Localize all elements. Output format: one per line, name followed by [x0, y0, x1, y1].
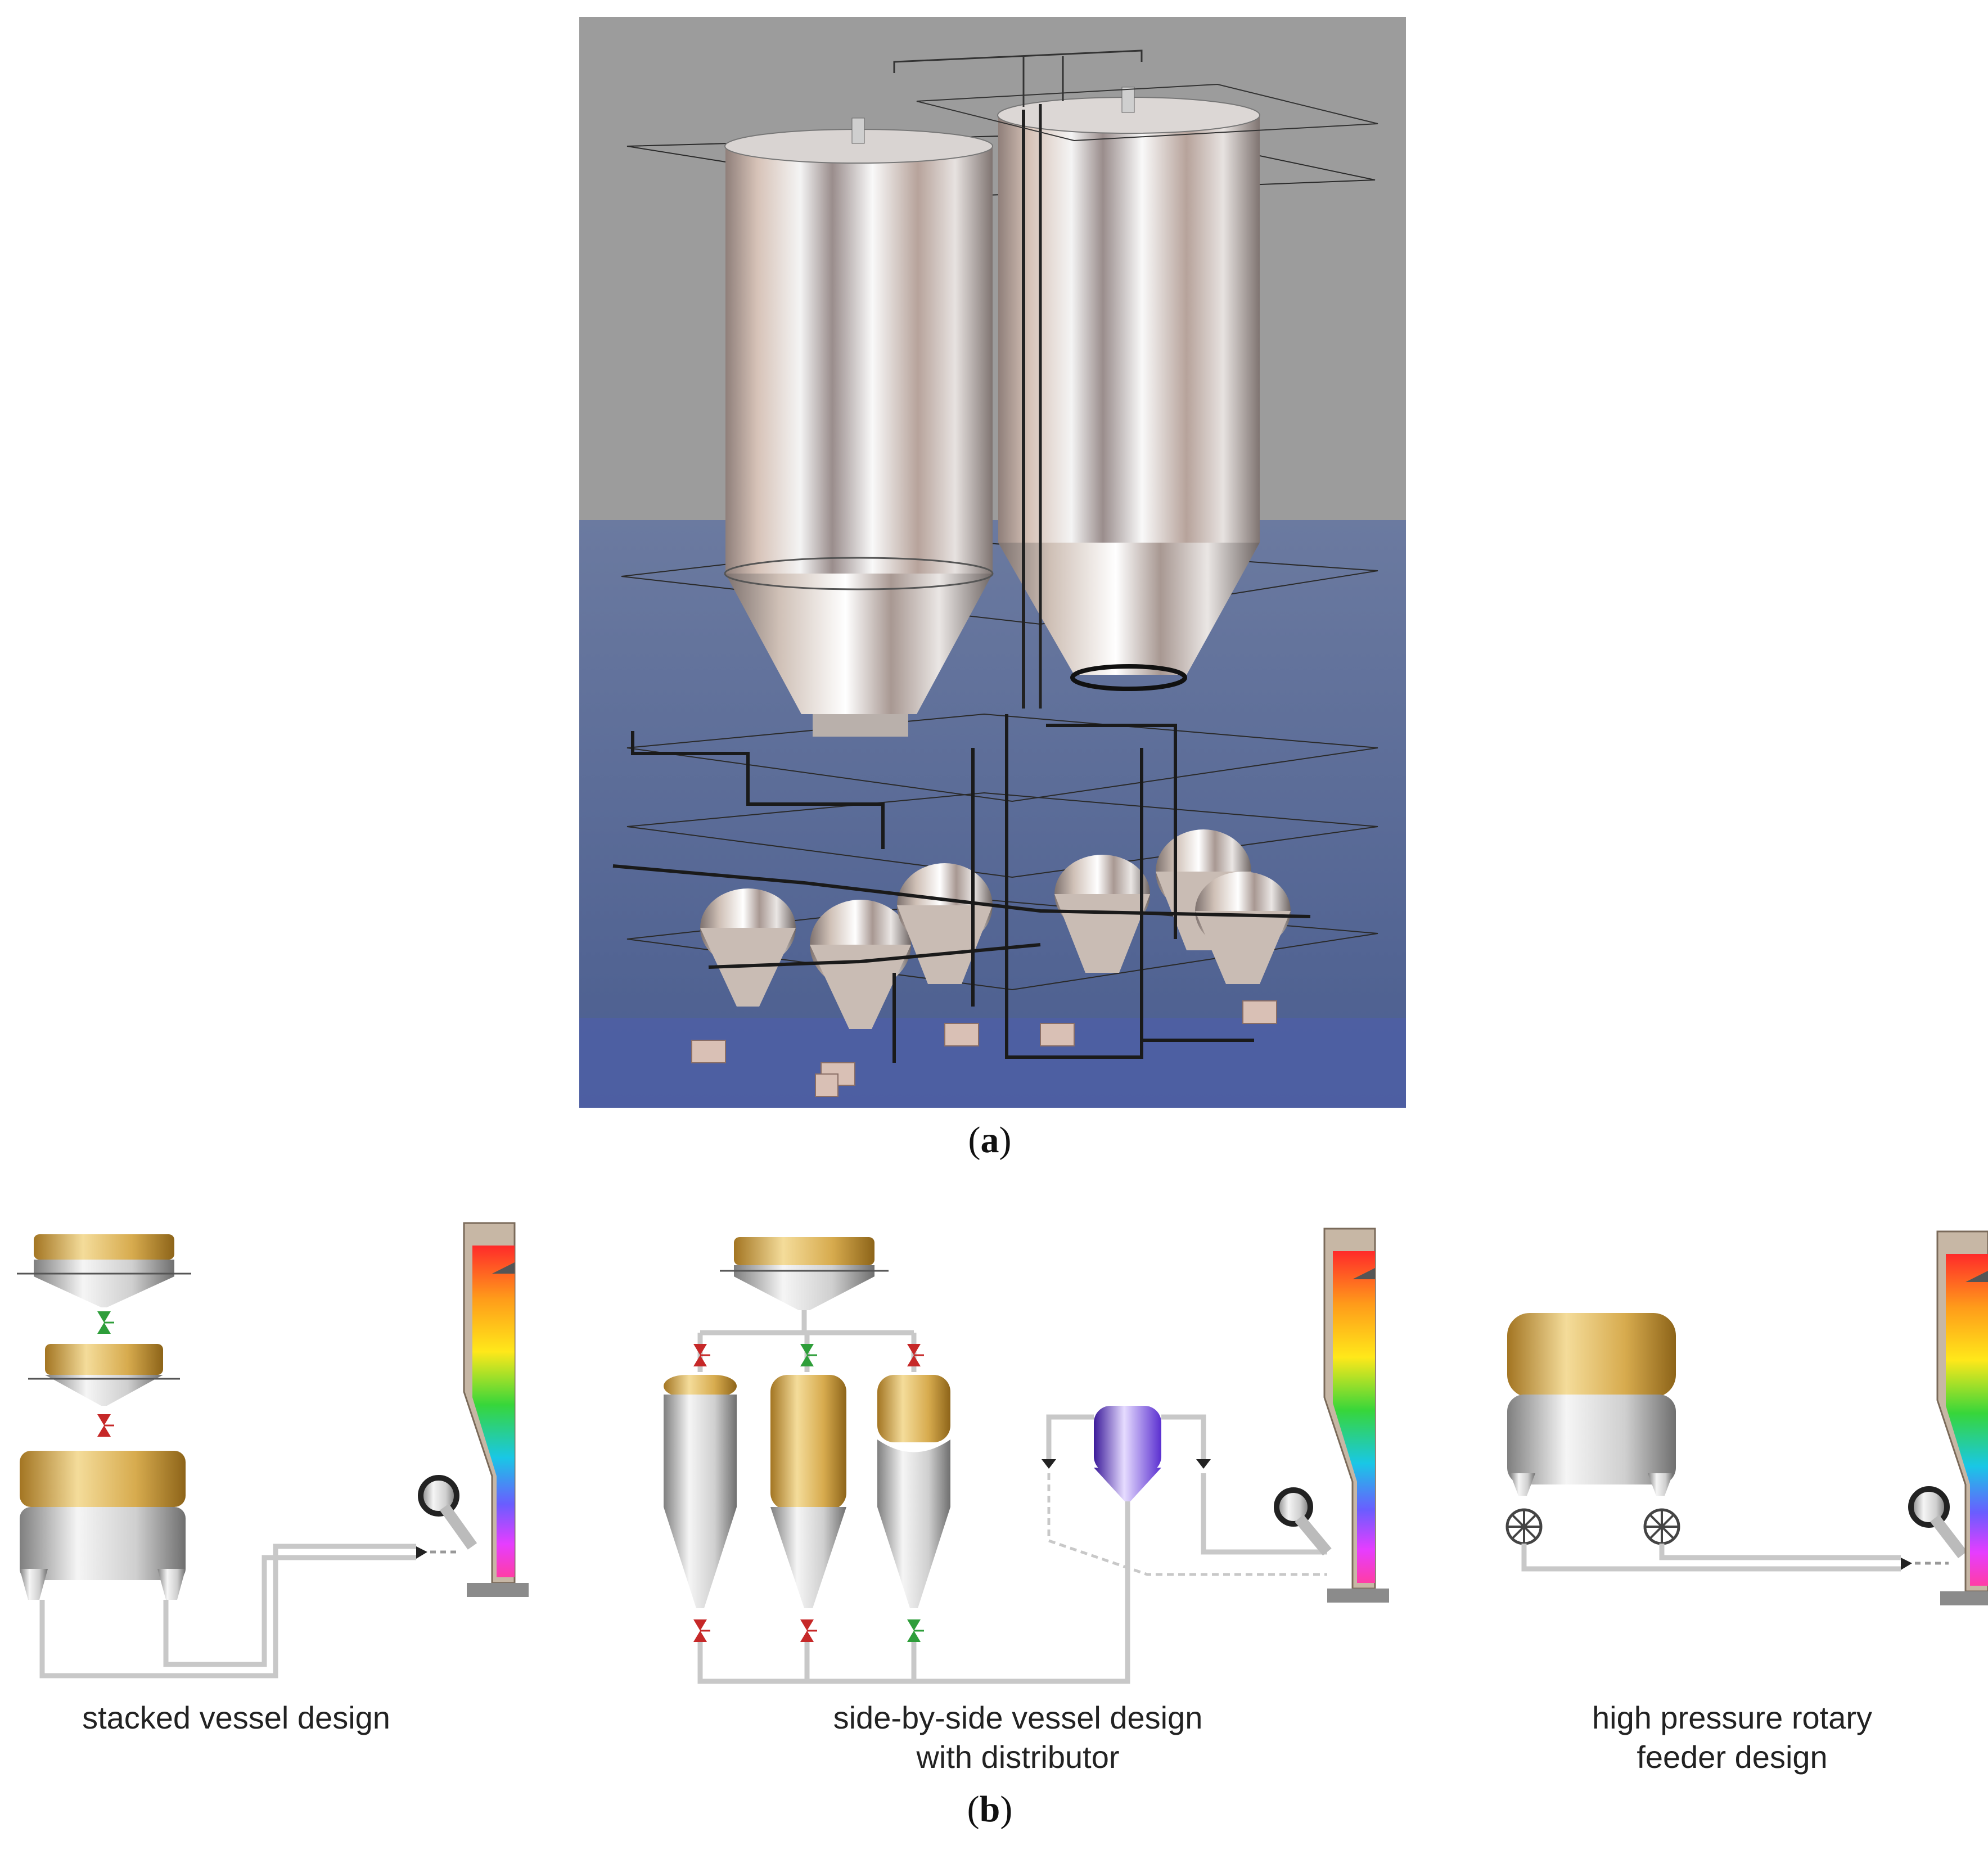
label-line: side-by-side vessel design	[833, 1700, 1203, 1735]
caption-b-letter: b	[979, 1789, 1000, 1830]
caption-b-close: )	[1000, 1789, 1013, 1830]
rotary-feeder-design	[1505, 1230, 1988, 1607]
distributor-vessel	[1094, 1406, 1161, 1473]
silo-left	[724, 118, 994, 737]
label-line: feeder design	[1637, 1739, 1828, 1775]
label-line: stacked vessel design	[82, 1700, 390, 1735]
caption-a-open: (	[968, 1120, 981, 1161]
top-piping	[893, 49, 1378, 142]
label-side-by-side-design: side-by-side vessel design with distribu…	[748, 1698, 1288, 1777]
valve-closed-icon	[96, 1413, 115, 1438]
distribution-piping	[612, 714, 1311, 1063]
panel-a-caption: (a)	[877, 1119, 1102, 1162]
stacked-vessel-design	[17, 1222, 530, 1678]
panel-b-caption: (b)	[877, 1788, 1102, 1831]
caption-a-letter: a	[980, 1120, 999, 1161]
label-stacked-design: stacked vessel design	[34, 1698, 439, 1738]
caption-a-close: )	[999, 1120, 1012, 1161]
lower-vessels	[700, 829, 1291, 1029]
side-by-side-vessel-design	[664, 1228, 1390, 1684]
pedestals	[691, 1000, 1277, 1097]
plant-3d-render	[579, 17, 1406, 1108]
valve-open-icon	[96, 1310, 115, 1335]
silo-right	[997, 87, 1260, 709]
caption-b-open: (	[967, 1789, 980, 1830]
label-line: with distributor	[916, 1739, 1120, 1775]
feeding-system-schematics	[17, 1222, 1988, 1684]
rotary-feeder-icon	[1505, 1508, 1543, 1545]
label-rotary-design: high pressure rotary feeder design	[1530, 1698, 1935, 1777]
label-line: high pressure rotary	[1592, 1700, 1872, 1735]
